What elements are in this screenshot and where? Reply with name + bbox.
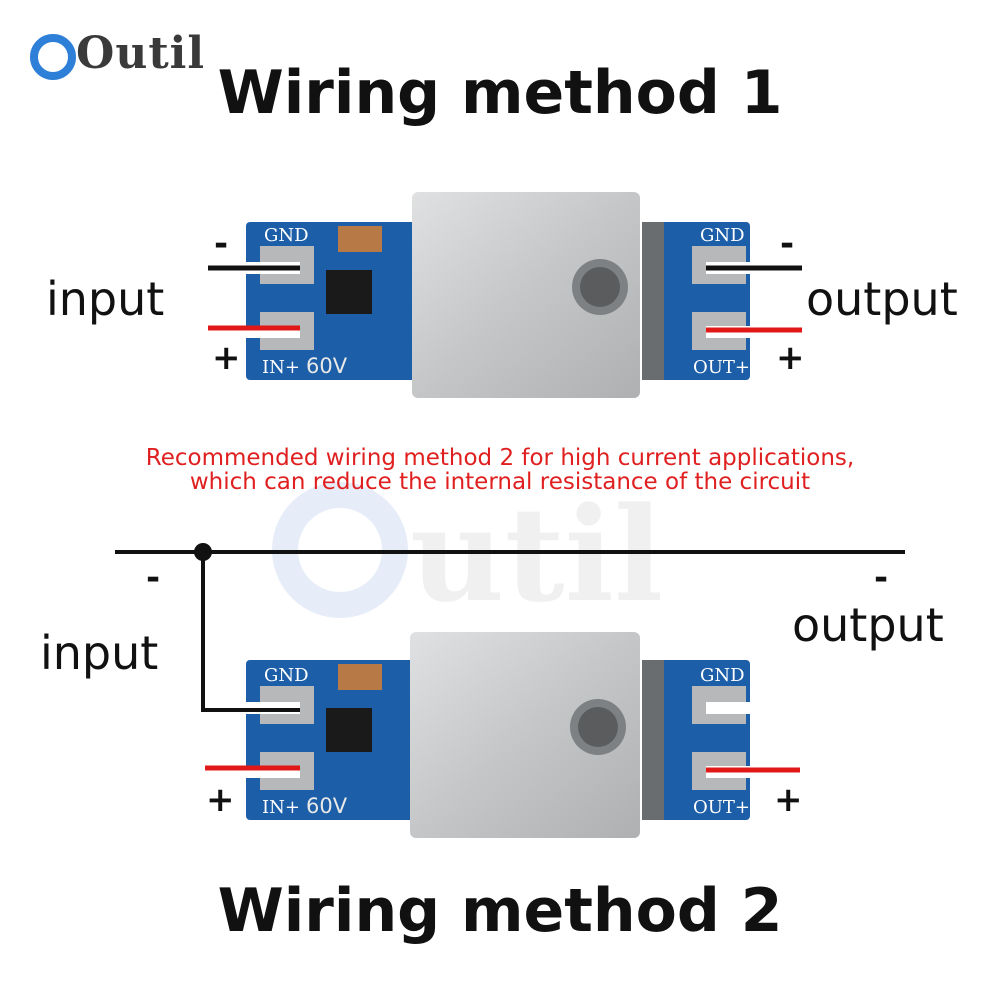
module-board-2: GND IN+ 60V GND OUT+: [240, 632, 756, 838]
svg-text:GND: GND: [700, 225, 745, 246]
svg-text:OUT+: OUT+: [693, 357, 750, 378]
method1-output-minus: -: [780, 224, 795, 264]
brand-logo: Outil: [30, 28, 204, 88]
method1-input-label: input: [46, 272, 165, 326]
svg-text:GND: GND: [700, 665, 745, 686]
input-negative-wire-2: [201, 552, 300, 712]
method1-input-plus: +: [212, 338, 241, 378]
svg-text:OUT+: OUT+: [693, 797, 750, 818]
method2-input-plus: +: [206, 780, 235, 820]
method1-output-label: output: [806, 272, 958, 326]
method1-title: Wiring method 1: [217, 58, 783, 128]
brand-name: Outil: [76, 28, 206, 79]
svg-text:60V: 60V: [306, 354, 348, 378]
method2-output-plus: +: [774, 780, 803, 820]
svg-text:GND: GND: [264, 665, 309, 686]
note-line1: Recommended wiring method 2 for high cur…: [145, 445, 855, 471]
svg-text:GND: GND: [264, 225, 309, 246]
method2-title: Wiring method 2: [217, 876, 783, 946]
method2-output-minus: -: [874, 558, 889, 598]
method1-input-minus: -: [214, 224, 229, 264]
svg-text:IN+: IN+: [262, 797, 300, 818]
brand-ring-icon: [30, 34, 76, 80]
method2-input-label: input: [40, 626, 159, 680]
method1-output-plus: +: [776, 338, 805, 378]
svg-text:IN+: IN+: [262, 357, 300, 378]
method2-output-label: output: [792, 598, 944, 652]
note-line2: which can reduce the internal resistance…: [189, 469, 811, 495]
module-board-1: GND IN+ 60V GND OUT+: [240, 192, 756, 398]
method2-input-minus: -: [146, 558, 161, 598]
svg-text:60V: 60V: [306, 794, 348, 818]
